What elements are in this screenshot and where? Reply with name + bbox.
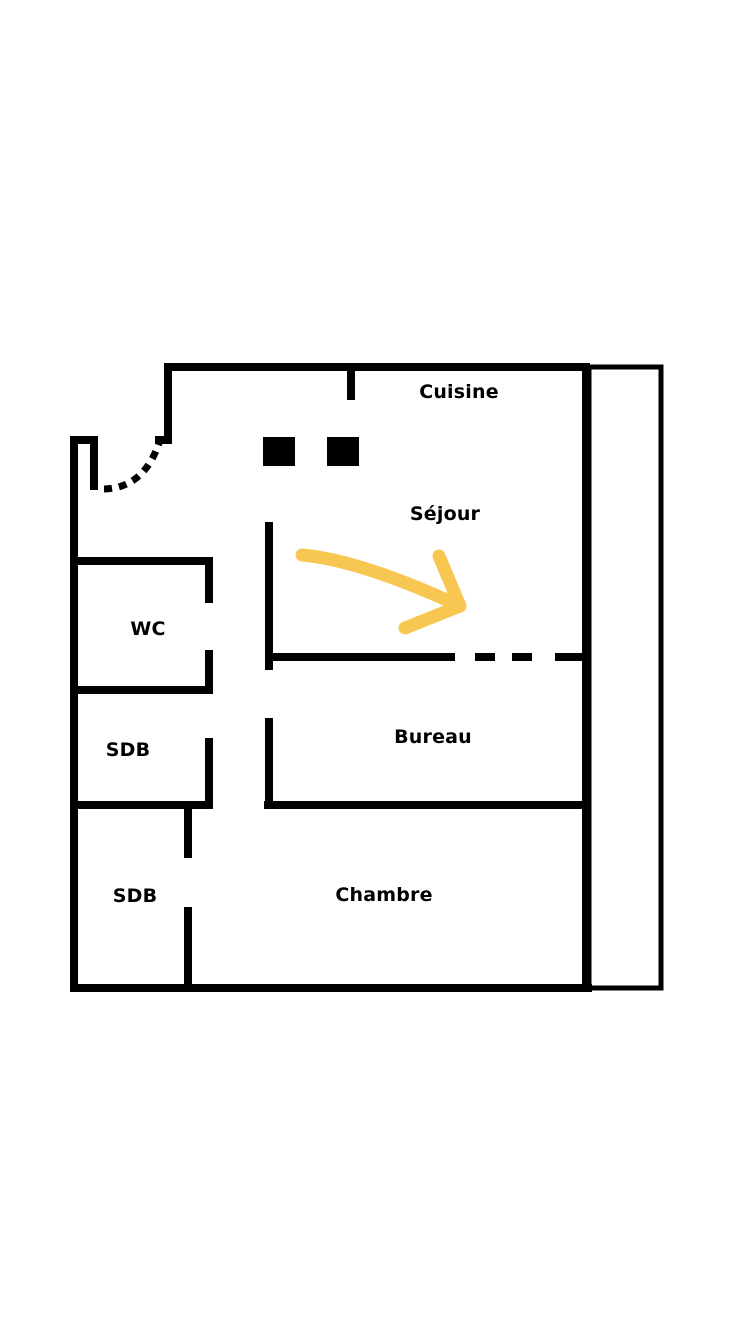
arrow-annotation: [295, 548, 467, 635]
room-label-cuisine: Cuisine: [419, 381, 499, 403]
balcony: [586, 364, 664, 991]
room-label-chambre: Chambre: [335, 884, 433, 906]
room-label-sdb-1: SDB: [105, 739, 151, 761]
outer-wall-top: [155, 363, 590, 444]
room-label-bureau: Bureau: [394, 726, 472, 748]
room-label-wc: WC: [130, 618, 166, 640]
arrow-head: [398, 549, 467, 635]
pillar: [263, 437, 295, 466]
outer-wall-left: [70, 436, 98, 992]
entrance-door-swing: [103, 438, 164, 493]
arrow-shaft: [295, 548, 467, 613]
room-label-sejour: Séjour: [409, 503, 481, 525]
room-label-sdb-2: SDB: [112, 885, 158, 907]
pillar: [327, 437, 359, 466]
walls: [70, 363, 592, 992]
